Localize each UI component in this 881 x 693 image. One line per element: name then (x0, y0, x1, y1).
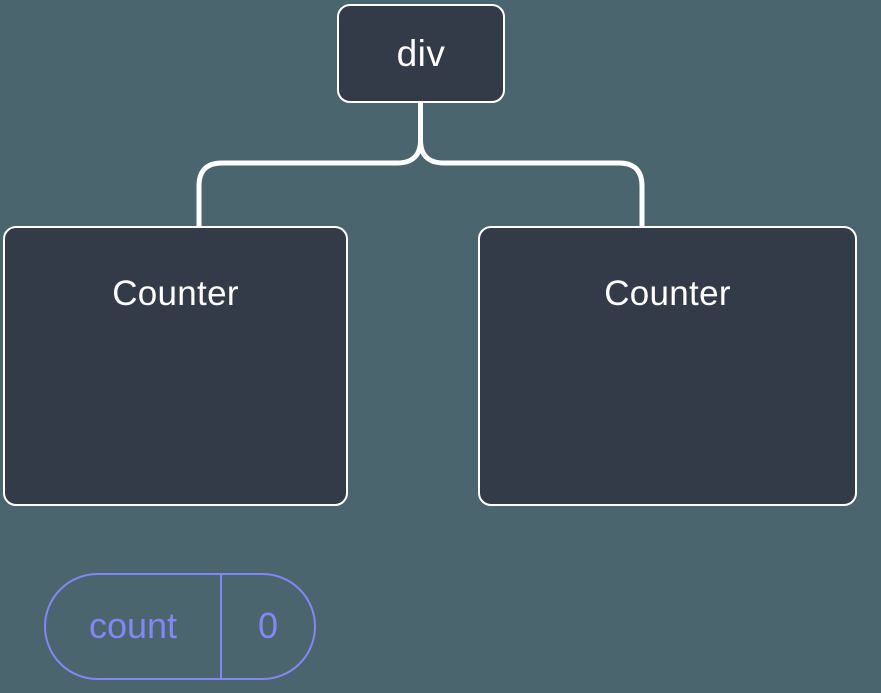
node-root-div[interactable]: div (337, 4, 505, 103)
node-root-label: div (396, 33, 446, 74)
connector-left (196, 97, 423, 231)
connector-right (418, 97, 645, 231)
node-counter-right[interactable]: Counter count 1 (478, 226, 857, 506)
state-value-label: 0 (257, 604, 279, 646)
diagram-canvas: div Counter count 0 Counter count 1 (3, 4, 857, 680)
node-counter-right-label: Counter (604, 274, 731, 313)
node-counter-left-label: Counter (112, 274, 239, 313)
node-counter-left[interactable]: Counter count 0 (3, 226, 348, 680)
state-key-label: count (46, 575, 222, 678)
state-pill-count-left[interactable]: count 0 (44, 573, 316, 680)
